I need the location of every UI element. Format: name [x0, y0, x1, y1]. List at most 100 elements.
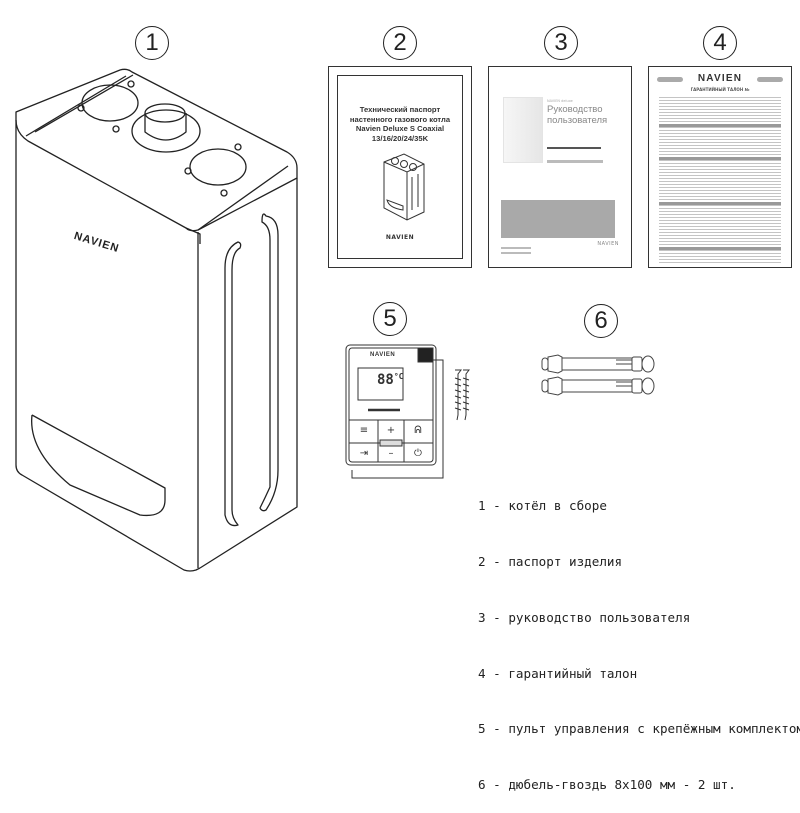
warranty-text-line — [659, 163, 781, 165]
package-contents-legend: 1 - котёл в сборе 2 - паспорт изделия 3 … — [478, 460, 800, 813]
warranty-text-line — [659, 232, 781, 234]
manual-title-line: Руководство — [547, 104, 603, 115]
warranty-text-line — [659, 151, 781, 153]
warranty-text-line — [659, 136, 781, 138]
warranty-section-header — [659, 202, 781, 206]
callout-2: 2 — [383, 26, 417, 60]
warranty-text-line — [659, 244, 781, 246]
manual-contact-line — [501, 252, 531, 254]
plus-button[interactable]: + — [386, 425, 396, 436]
warranty-text-line — [659, 154, 781, 156]
warranty-text-line — [659, 196, 781, 198]
warranty-text-line — [659, 250, 781, 252]
warranty-text-line — [659, 253, 781, 255]
warranty-tag-left — [657, 77, 683, 82]
legend-item: 2 - паспорт изделия — [478, 553, 623, 569]
heating-button[interactable]: ≡ — [359, 425, 369, 436]
warranty-tag-right — [757, 77, 783, 82]
minus-button[interactable]: – — [388, 448, 394, 459]
remote-control-illustration: NAVIEN 88°C ≡ + ᕱ ⇥ – ⏻ — [340, 340, 470, 480]
warranty-text-line — [659, 160, 781, 162]
display-value: 88 — [377, 372, 394, 388]
warranty-text-line — [659, 115, 781, 117]
warranty-text-line — [659, 118, 781, 120]
warranty-text-line — [659, 259, 781, 261]
warranty-text-line — [659, 184, 781, 186]
boiler-thumbnail-icon — [383, 153, 425, 221]
warranty-text-line — [659, 130, 781, 132]
warranty-text-line — [659, 172, 781, 174]
manual-boiler-photo — [503, 97, 543, 163]
passport-title-line: 13/16/20/24/35K — [371, 133, 429, 143]
warranty-text-line — [659, 193, 781, 195]
warranty-text-line — [659, 229, 781, 231]
warranty-text-line — [659, 127, 781, 129]
warranty-text-line — [659, 166, 781, 168]
warranty-text-line — [659, 199, 781, 201]
manual-brand: NAVIEN — [597, 241, 619, 247]
warranty-text-line — [659, 256, 781, 258]
warranty-section-header — [659, 124, 781, 128]
boiler-illustration: NAVIEN — [0, 0, 320, 596]
warranty-text-line — [659, 169, 781, 171]
callout-1: 1 — [135, 26, 169, 60]
warranty-text-line — [659, 187, 781, 189]
remote-display-digits: 88°C — [377, 372, 404, 388]
wall-boiler-icon — [15, 68, 298, 572]
warranty-text-line — [659, 178, 781, 180]
legend-item: 4 - гарантийный талон — [478, 665, 638, 681]
user-manual-document: NAVIEN deluxe Руководство пользователя N… — [488, 66, 632, 268]
passport-brand: NAVIEN — [385, 234, 415, 241]
warranty-text-line — [659, 238, 781, 240]
warranty-text-line — [659, 139, 781, 141]
warranty-text-line — [659, 142, 781, 144]
warranty-text-line — [659, 211, 781, 213]
passport-inner-frame — [337, 75, 463, 259]
legend-item: 5 - пульт управления с крепёжным комплек… — [478, 721, 800, 737]
warranty-text-line — [659, 145, 781, 147]
warranty-section-header — [659, 157, 781, 161]
warranty-text-line — [659, 217, 781, 219]
warranty-text-line — [659, 226, 781, 228]
warranty-text-line — [659, 112, 781, 114]
callout-4: 4 — [703, 26, 737, 60]
warranty-text-line — [659, 175, 781, 177]
passport-title-line: Navien Deluxe S Coaxial — [355, 124, 445, 133]
warranty-card-document: NAVIEN ГАРАНТИЙНЫЙ ТАЛОН № — [648, 66, 792, 268]
legend-item: 6 - дюбель-гвоздь 8x100 мм - 2 шт. — [478, 777, 736, 793]
dowel-nail-icon — [541, 354, 655, 396]
remote-brand: NAVIEN — [370, 352, 396, 358]
away-mode-button[interactable]: ⇥ — [359, 448, 369, 459]
power-button[interactable]: ⏻ — [414, 448, 422, 459]
remote-control-icon — [345, 344, 470, 479]
warranty-text-line — [659, 121, 781, 123]
warranty-text-line — [659, 148, 781, 150]
passport-title-line: настенного газового котла — [349, 114, 451, 124]
manual-title-line: пользователя — [547, 115, 608, 126]
dowel-nails-illustration — [540, 350, 660, 410]
callout-5: 5 — [373, 302, 407, 336]
warranty-text-line — [659, 181, 781, 183]
display-unit: °C — [393, 372, 404, 381]
warranty-text-line — [659, 190, 781, 192]
callout-3: 3 — [544, 26, 578, 60]
manual-certification-icons — [547, 160, 603, 163]
warranty-brand: NAVIEN — [697, 73, 743, 84]
warranty-text-line — [659, 223, 781, 225]
hot-water-button[interactable]: ᕱ — [414, 425, 422, 436]
warranty-text-line — [659, 106, 781, 108]
warranty-text-line — [659, 133, 781, 135]
warranty-text-line — [659, 97, 781, 99]
warranty-text-line — [659, 100, 781, 102]
warranty-text-line — [659, 205, 781, 207]
passport-title-line: Технический паспорт — [359, 105, 441, 114]
callout-6: 6 — [584, 304, 618, 338]
manual-series-label: NAVIEN deluxe — [547, 99, 573, 103]
manual-contact-line — [501, 247, 531, 249]
warranty-text-line — [659, 241, 781, 243]
manual-info-box — [501, 200, 615, 238]
warranty-text-line — [659, 220, 781, 222]
manual-model-line — [547, 147, 601, 149]
warranty-section-header — [659, 247, 781, 251]
legend-item: 3 - руководство пользователя — [478, 609, 691, 625]
